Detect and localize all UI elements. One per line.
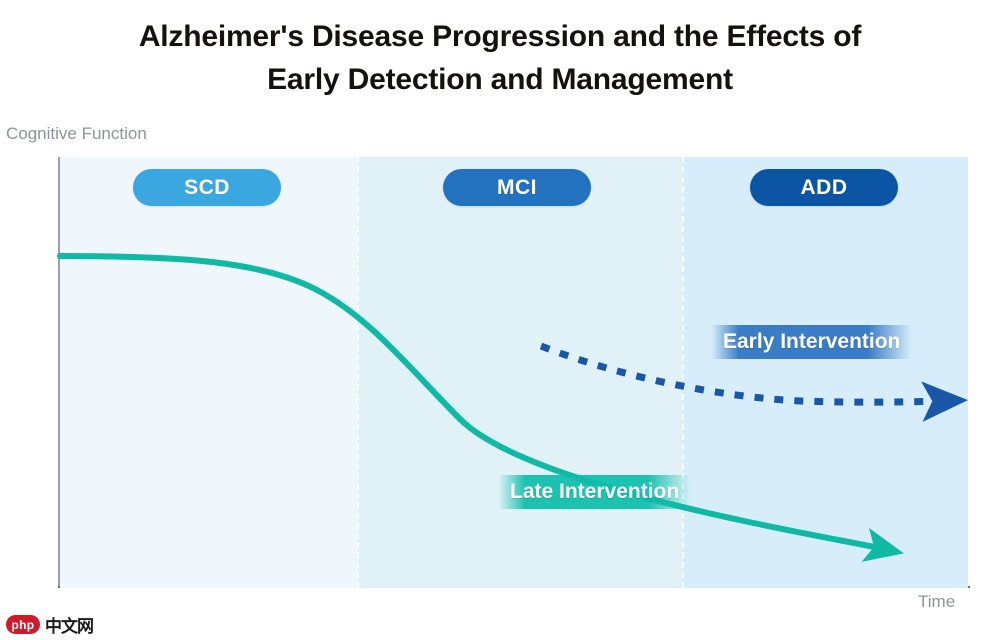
title-line-1: Alzheimer's Disease Progression and the … [138,20,862,53]
x-axis-label: Time [918,592,956,611]
stage-pill-add[interactable]: ADD [750,169,898,206]
stage-pill-add-label: ADD [800,175,848,199]
stage-divider-mci-add [682,157,684,588]
annotation-early-intervention: Early Intervention [711,325,913,359]
stage-band-mci [357,157,682,588]
stage-pill-scd[interactable]: SCD [133,169,281,206]
stage-pill-mci-label: MCI [497,175,537,199]
stage-pill-scd-label: SCD [184,175,230,199]
watermark: php 中文网 [6,612,94,637]
title-line-2: Early Detection and Management [267,62,733,96]
annotation-late-intervention: Late Intervention [498,475,692,509]
y-axis-line [58,157,60,588]
watermark-text: 中文网 [45,617,94,637]
stage-pill-mci[interactable]: MCI [443,169,591,206]
plot-area: SCD MCI ADD Early Intervention Late Inte… [57,157,968,588]
stage-band-scd [60,157,357,588]
stage-divider-scd-mci [357,157,359,588]
y-axis-label: Cognitive Function [6,124,147,143]
early-intervention-curve [539,342,968,422]
annotation-late-intervention-label: Late Intervention [510,480,680,503]
annotation-early-intervention-label: Early Intervention [723,330,901,353]
watermark-badge: php [6,615,40,634]
page-title: Alzheimer's Disease Progression and the … [0,16,1000,101]
progression-curves [57,253,968,562]
late-intervention-curve [57,253,904,562]
